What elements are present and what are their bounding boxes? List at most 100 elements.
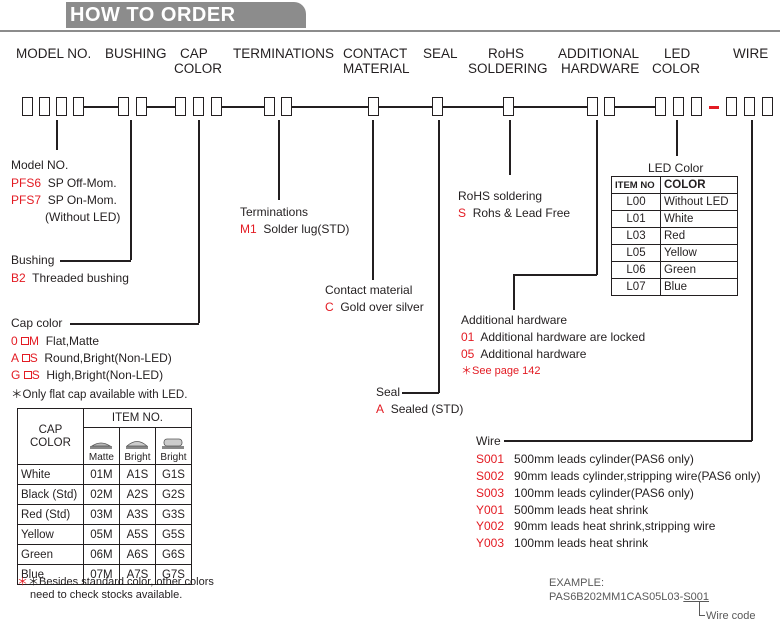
example-leader [699,602,700,615]
code-box [762,97,773,116]
code-box [503,97,514,116]
red-dash [709,106,719,109]
matte-header: Matte [82,427,120,465]
col-wire: WIRE [733,46,769,61]
col-cap: CAP [180,46,208,61]
cap-footnote: ＊＊Besides standard color, other colors [17,576,214,588]
wire-item: Y003 100mm leads heat shrink [476,536,649,550]
code-box [22,97,33,116]
code-box [39,97,50,116]
cap-footnote-2: need to check stocks available. [30,589,183,601]
item-no-header: ITEM NO. [82,408,193,428]
connector-line [514,106,587,108]
connector-line [84,106,118,108]
rohs-heading: RoHS soldering [458,189,543,203]
cap-row-cell: G3S [154,504,193,525]
led-row-color: Red [660,227,738,245]
code-box [73,97,84,116]
code-box [193,97,204,116]
model-item: PFS7 SP On-Mom. [11,193,117,207]
cap-row-color: Green [17,544,84,565]
connector-line [222,106,264,108]
col-hardware: HARDWARE [561,61,640,76]
high-header: Bright [154,427,193,465]
cap-row-color: White [17,464,84,485]
led-row-color: Yellow [660,244,738,262]
wire-item: S003 100mm leads cylinder(PAS6 only) [476,486,694,500]
bushing-item: B2 Threaded bushing [11,271,129,285]
seal-heading: Seal [376,385,401,399]
led-row-code: L06 [611,261,661,279]
seal-item: A Sealed (STD) [376,402,464,416]
connector-line [615,106,655,108]
cap-row-cell: 06M [82,544,120,565]
cap-item: 0 M Flat,Matte [11,334,100,348]
leader-cap [198,120,200,323]
header-rule [0,30,780,32]
cap-row-cell: G1S [154,464,193,485]
placeholder-square-icon [21,337,30,345]
col-cap-color: COLOR [174,61,223,76]
wire-item: S002 90mm leads cylinder,stripping wire(… [476,469,761,483]
leader-add-h [513,274,597,276]
wire-heading: Wire [476,434,501,448]
leader-wire [751,120,753,441]
placeholder-square-icon [21,354,30,362]
cap-row-cell: A2S [118,484,156,505]
led-title: LED Color [648,161,704,175]
cap-row-cell: A6S [118,544,156,565]
high-cap-icon [162,438,185,449]
example-leader-h [699,615,705,616]
leader-wire-h [504,440,752,442]
wire-item: S001 500mm leads cylinder(PAS6 only) [476,452,694,466]
code-box [691,97,702,116]
add-item: 05 Additional hardware [461,347,587,361]
led-row-code: L07 [611,278,661,296]
cap-item: G S High,Bright(Non-LED) [11,368,164,382]
leader-add-v2 [513,274,515,310]
leader-seal [438,120,440,393]
cap-row-cell: A3S [118,504,156,525]
cap-row-cell: 02M [82,484,120,505]
cap-item: A S Round,Bright(Non-LED) [11,351,172,365]
code-box [175,97,186,116]
led-row-code: L03 [611,227,661,245]
cap-row-cell: G5S [154,524,193,545]
flat-cap-icon [90,442,113,449]
code-box [587,97,598,116]
connector-line [147,106,175,108]
example-label: EXAMPLE: [549,577,605,589]
code-box [673,97,684,116]
col-led-color: COLOR [652,61,701,76]
leader-cap-h [70,323,199,325]
led-row-code: L05 [611,244,661,262]
led-header-item: ITEM NO [611,176,661,194]
code-box [726,97,737,116]
add-heading: Additional hardware [461,313,568,327]
term-item: M1 Solder lug(STD) [240,222,350,236]
code-box [281,97,292,116]
model-item: PFS6 SP Off-Mom. [11,176,117,190]
wire-item: Y001 500mm leads heat shrink [476,503,649,517]
leader-seal-h [402,392,439,394]
col-rohs: RoHS [488,46,525,61]
col-model-no: MODEL NO. [16,46,92,61]
code-box [118,97,129,116]
round-header: Bright [118,427,156,465]
code-box [136,97,147,116]
leader-model [56,120,58,150]
cap-row-cell: 01M [82,464,120,485]
code-box [368,97,379,116]
cap-row-cell: 03M [82,504,120,525]
cap-heading: Cap color [11,316,63,330]
cap-row-cell: 07M [82,564,120,585]
page-title: HOW TO ORDER [70,4,236,26]
col-seal: SEAL [423,46,458,61]
leader-bushing-h [60,260,131,262]
connector-line [292,106,368,108]
header-banner [66,2,306,28]
code-box [432,97,443,116]
connector-line [379,106,432,108]
round-cap-icon [126,441,149,449]
